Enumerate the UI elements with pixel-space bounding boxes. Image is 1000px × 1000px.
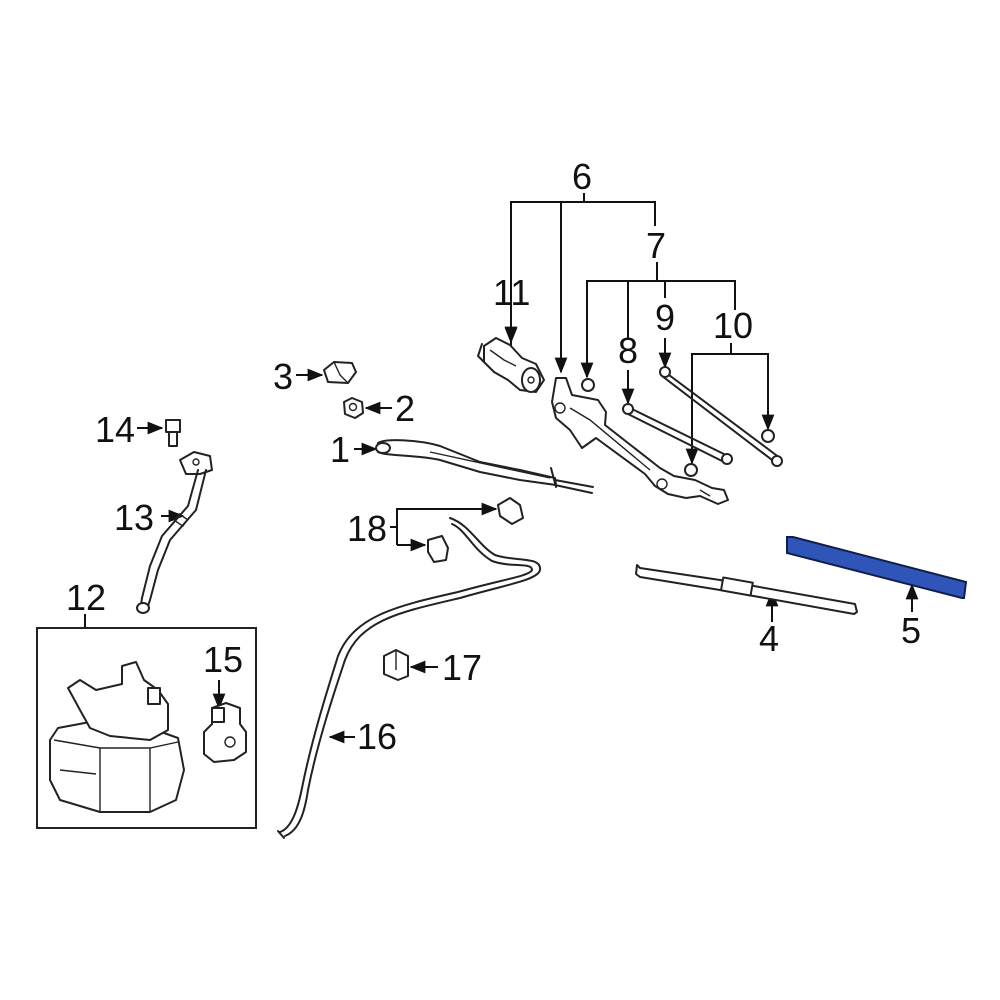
part-11-wiper-motor [477, 337, 545, 393]
callout-3: 3 [273, 356, 293, 397]
callout-4: 4 [759, 618, 779, 659]
callout-8: 8 [618, 330, 638, 371]
callout-10: 10 [713, 305, 753, 346]
part-1-wiper-arm [375, 439, 594, 494]
part-2-nut [343, 397, 364, 419]
callout-6: 6 [572, 156, 592, 197]
callout-5: 5 [901, 610, 921, 651]
part-8-rod [622, 403, 733, 465]
part-12-reservoir [49, 661, 185, 813]
part-12-box [36, 627, 257, 829]
callout-15: 15 [203, 639, 243, 680]
part-13-filler-neck [136, 451, 213, 614]
callout-17: 17 [442, 647, 482, 688]
leader-lines [84, 193, 919, 744]
callout-14: 14 [95, 409, 135, 450]
callout-1: 1 [330, 429, 350, 470]
part-3-cap [323, 361, 357, 384]
callout-9: 9 [655, 297, 675, 338]
part-4-wiper-blade [635, 564, 858, 615]
callout-2: 2 [395, 388, 415, 429]
part-16-washer-hose [277, 517, 541, 839]
part-18-clips [427, 497, 524, 563]
part-9-rod [659, 366, 783, 467]
part-7-linkage [551, 377, 729, 505]
part-5-wiper-blade [786, 536, 968, 599]
part-17-clip [383, 649, 409, 681]
callout-12: 12 [66, 577, 106, 618]
part-15-washer-pump [203, 702, 247, 763]
callout-16: 16 [357, 716, 397, 757]
part-10-bushing [761, 429, 775, 443]
callout-18: 18 [347, 508, 387, 549]
part-14-bolt [165, 419, 181, 447]
callout-7: 7 [646, 225, 666, 266]
callout-13: 13 [114, 497, 154, 538]
